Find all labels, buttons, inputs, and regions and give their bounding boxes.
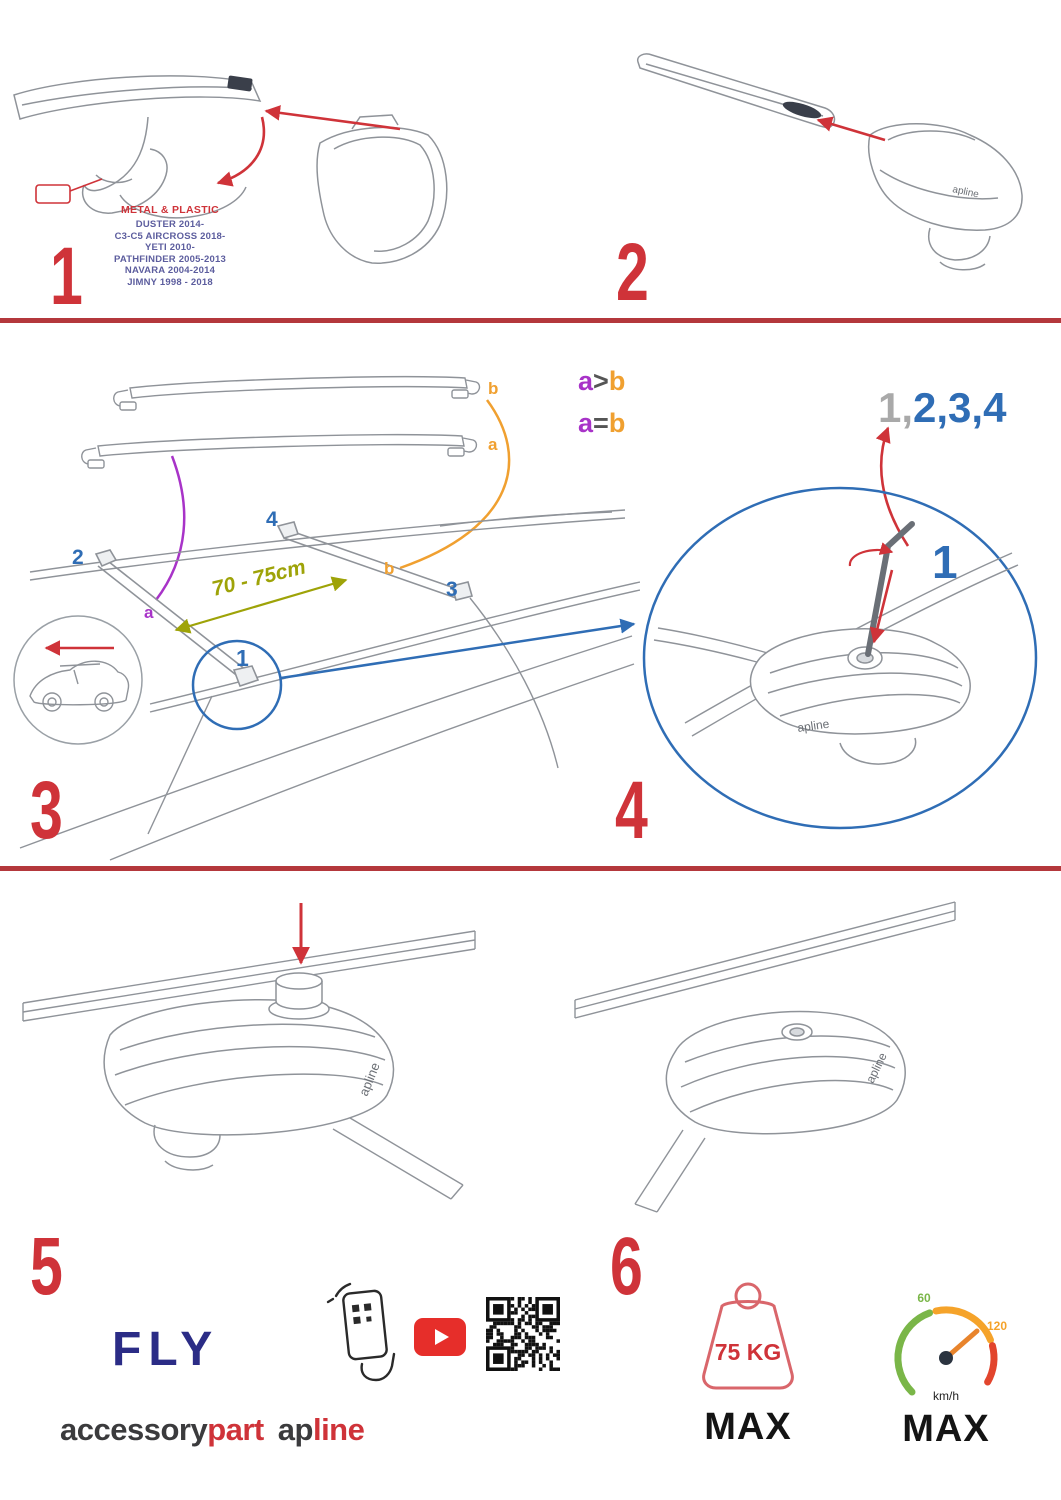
speedo-high-label: 120 <box>987 1319 1007 1333</box>
scan-phone-icon <box>326 1282 396 1382</box>
distance-arrow <box>174 576 348 634</box>
detail-highlight-circle <box>191 639 283 731</box>
speed-max-label: MAX <box>902 1408 990 1450</box>
model-line: JIMNY 1998 - 2018 <box>127 276 213 288</box>
material-label: METAL & PLASTIC <box>120 204 220 216</box>
brand-ap: ap <box>277 1412 314 1447</box>
loose-crossbar-a <box>81 434 478 469</box>
press-down-arrow <box>869 569 894 644</box>
section-divider-2 <box>0 866 1061 871</box>
clamp-body-drawing: apline <box>103 998 395 1171</box>
youtube-icon <box>414 1318 466 1356</box>
step4-number: 4 <box>615 765 648 856</box>
rule-a-gt-b: a>b <box>578 366 625 396</box>
callout-box <box>35 184 71 204</box>
end-clamp-drawing: apline <box>868 123 1023 271</box>
bar-label-b: b <box>488 379 498 398</box>
step3-number: 3 <box>30 765 63 856</box>
roof-label-a: a <box>144 603 154 622</box>
roof-pos-3: 3 <box>446 578 458 601</box>
speedo-green-arc <box>894 1309 934 1396</box>
clamp-hook-drawing <box>81 116 247 219</box>
step5-number: 5 <box>30 1221 63 1312</box>
mounted-front-crossbar <box>94 549 260 688</box>
loose-crossbar-b <box>113 376 481 411</box>
step6-mounted-clamp-drawing: apline <box>574 901 956 1213</box>
logo-patch <box>227 75 253 92</box>
guide-curve-a <box>155 455 186 601</box>
step2-bar-endcap-drawing: apline <box>636 53 1023 271</box>
fly-wordmark: FLY <box>112 1323 220 1376</box>
mounted-rear-crossbar <box>276 521 473 601</box>
model-line: YETI 2010- <box>144 242 196 253</box>
vehicle-compatibility-list: METAL & PLASTIC DUSTER 2014- C3-C5 AIRCR… <box>88 204 252 288</box>
max-weight-icon: 75 KG <box>702 1282 794 1390</box>
car-direction-inset <box>13 615 143 745</box>
roof-pos-4: 4 <box>266 508 278 531</box>
cover-piece-drawing <box>316 114 448 264</box>
rotate-arrow <box>848 542 894 567</box>
guide-curve-b <box>399 399 511 570</box>
model-line: PATHFINDER 2005-2013 <box>114 253 226 265</box>
qr-code <box>486 1297 560 1371</box>
clamp-body-drawing: apline <box>749 628 971 765</box>
detail-link-arrow <box>280 618 636 680</box>
model-line: C3-C5 AIRCROSS 2018- <box>114 230 226 242</box>
speedo-low-label: 60 <box>917 1291 931 1305</box>
brand-part: part <box>207 1412 264 1447</box>
step2-insert-arrow <box>816 116 886 142</box>
end-slot <box>782 101 822 119</box>
weight-handle <box>734 1282 762 1310</box>
clamp-body-drawing: apline <box>665 1010 906 1135</box>
rail-lines <box>22 930 476 1200</box>
weight-max-label: MAX <box>704 1406 792 1448</box>
speedo-orange-arc <box>932 1306 994 1344</box>
step1-clamp-exploded-drawing <box>13 75 448 264</box>
crossbar-end-drawing <box>13 75 262 120</box>
detail-ellipse <box>642 486 1038 830</box>
model-line: NAVARA 2004-2014 <box>124 265 216 276</box>
tighten-sequence: 1,2,3,4 <box>878 384 1007 431</box>
step5-knob-drawing: apline <box>22 903 476 1200</box>
crossbar-drawing <box>636 53 836 129</box>
roof-pos-2: 2 <box>72 546 84 569</box>
step1-number: 1 <box>50 231 83 322</box>
rule-a-eq-b: a=b <box>578 408 625 438</box>
brand-line: line <box>312 1412 365 1447</box>
weight-value: 75 KG <box>715 1339 781 1365</box>
step2-number: 2 <box>616 227 649 318</box>
brand-accessory: accessory <box>60 1412 208 1447</box>
apline-logo-text: apline <box>796 717 830 735</box>
roof-label-b: b <box>384 559 394 578</box>
bar-label-a: a <box>488 435 498 454</box>
rail-lines <box>574 901 956 1213</box>
step3-roof-placement-drawing: b a a>b a=b <box>13 366 640 861</box>
knob-drawing <box>275 972 323 1010</box>
speedometer-icon: 60 120 km/h <box>894 1291 1007 1403</box>
roof-pos-1: 1 <box>236 645 249 671</box>
step6-number: 6 <box>610 1221 643 1312</box>
step4-tightening-detail-drawing: 1,2,3,4 1 apline <box>642 384 1038 830</box>
speedo-unit-label: km/h <box>933 1389 959 1403</box>
section-divider-1 <box>0 318 1061 323</box>
speedo-red-arc <box>984 1342 998 1386</box>
speedo-hub <box>939 1351 953 1365</box>
model-line: DUSTER 2014- <box>135 219 205 230</box>
distance-label: 70 - 75cm <box>210 555 308 600</box>
step1-red-arrows <box>35 105 401 204</box>
play-icon <box>435 1329 449 1345</box>
weight-body <box>702 1300 794 1390</box>
